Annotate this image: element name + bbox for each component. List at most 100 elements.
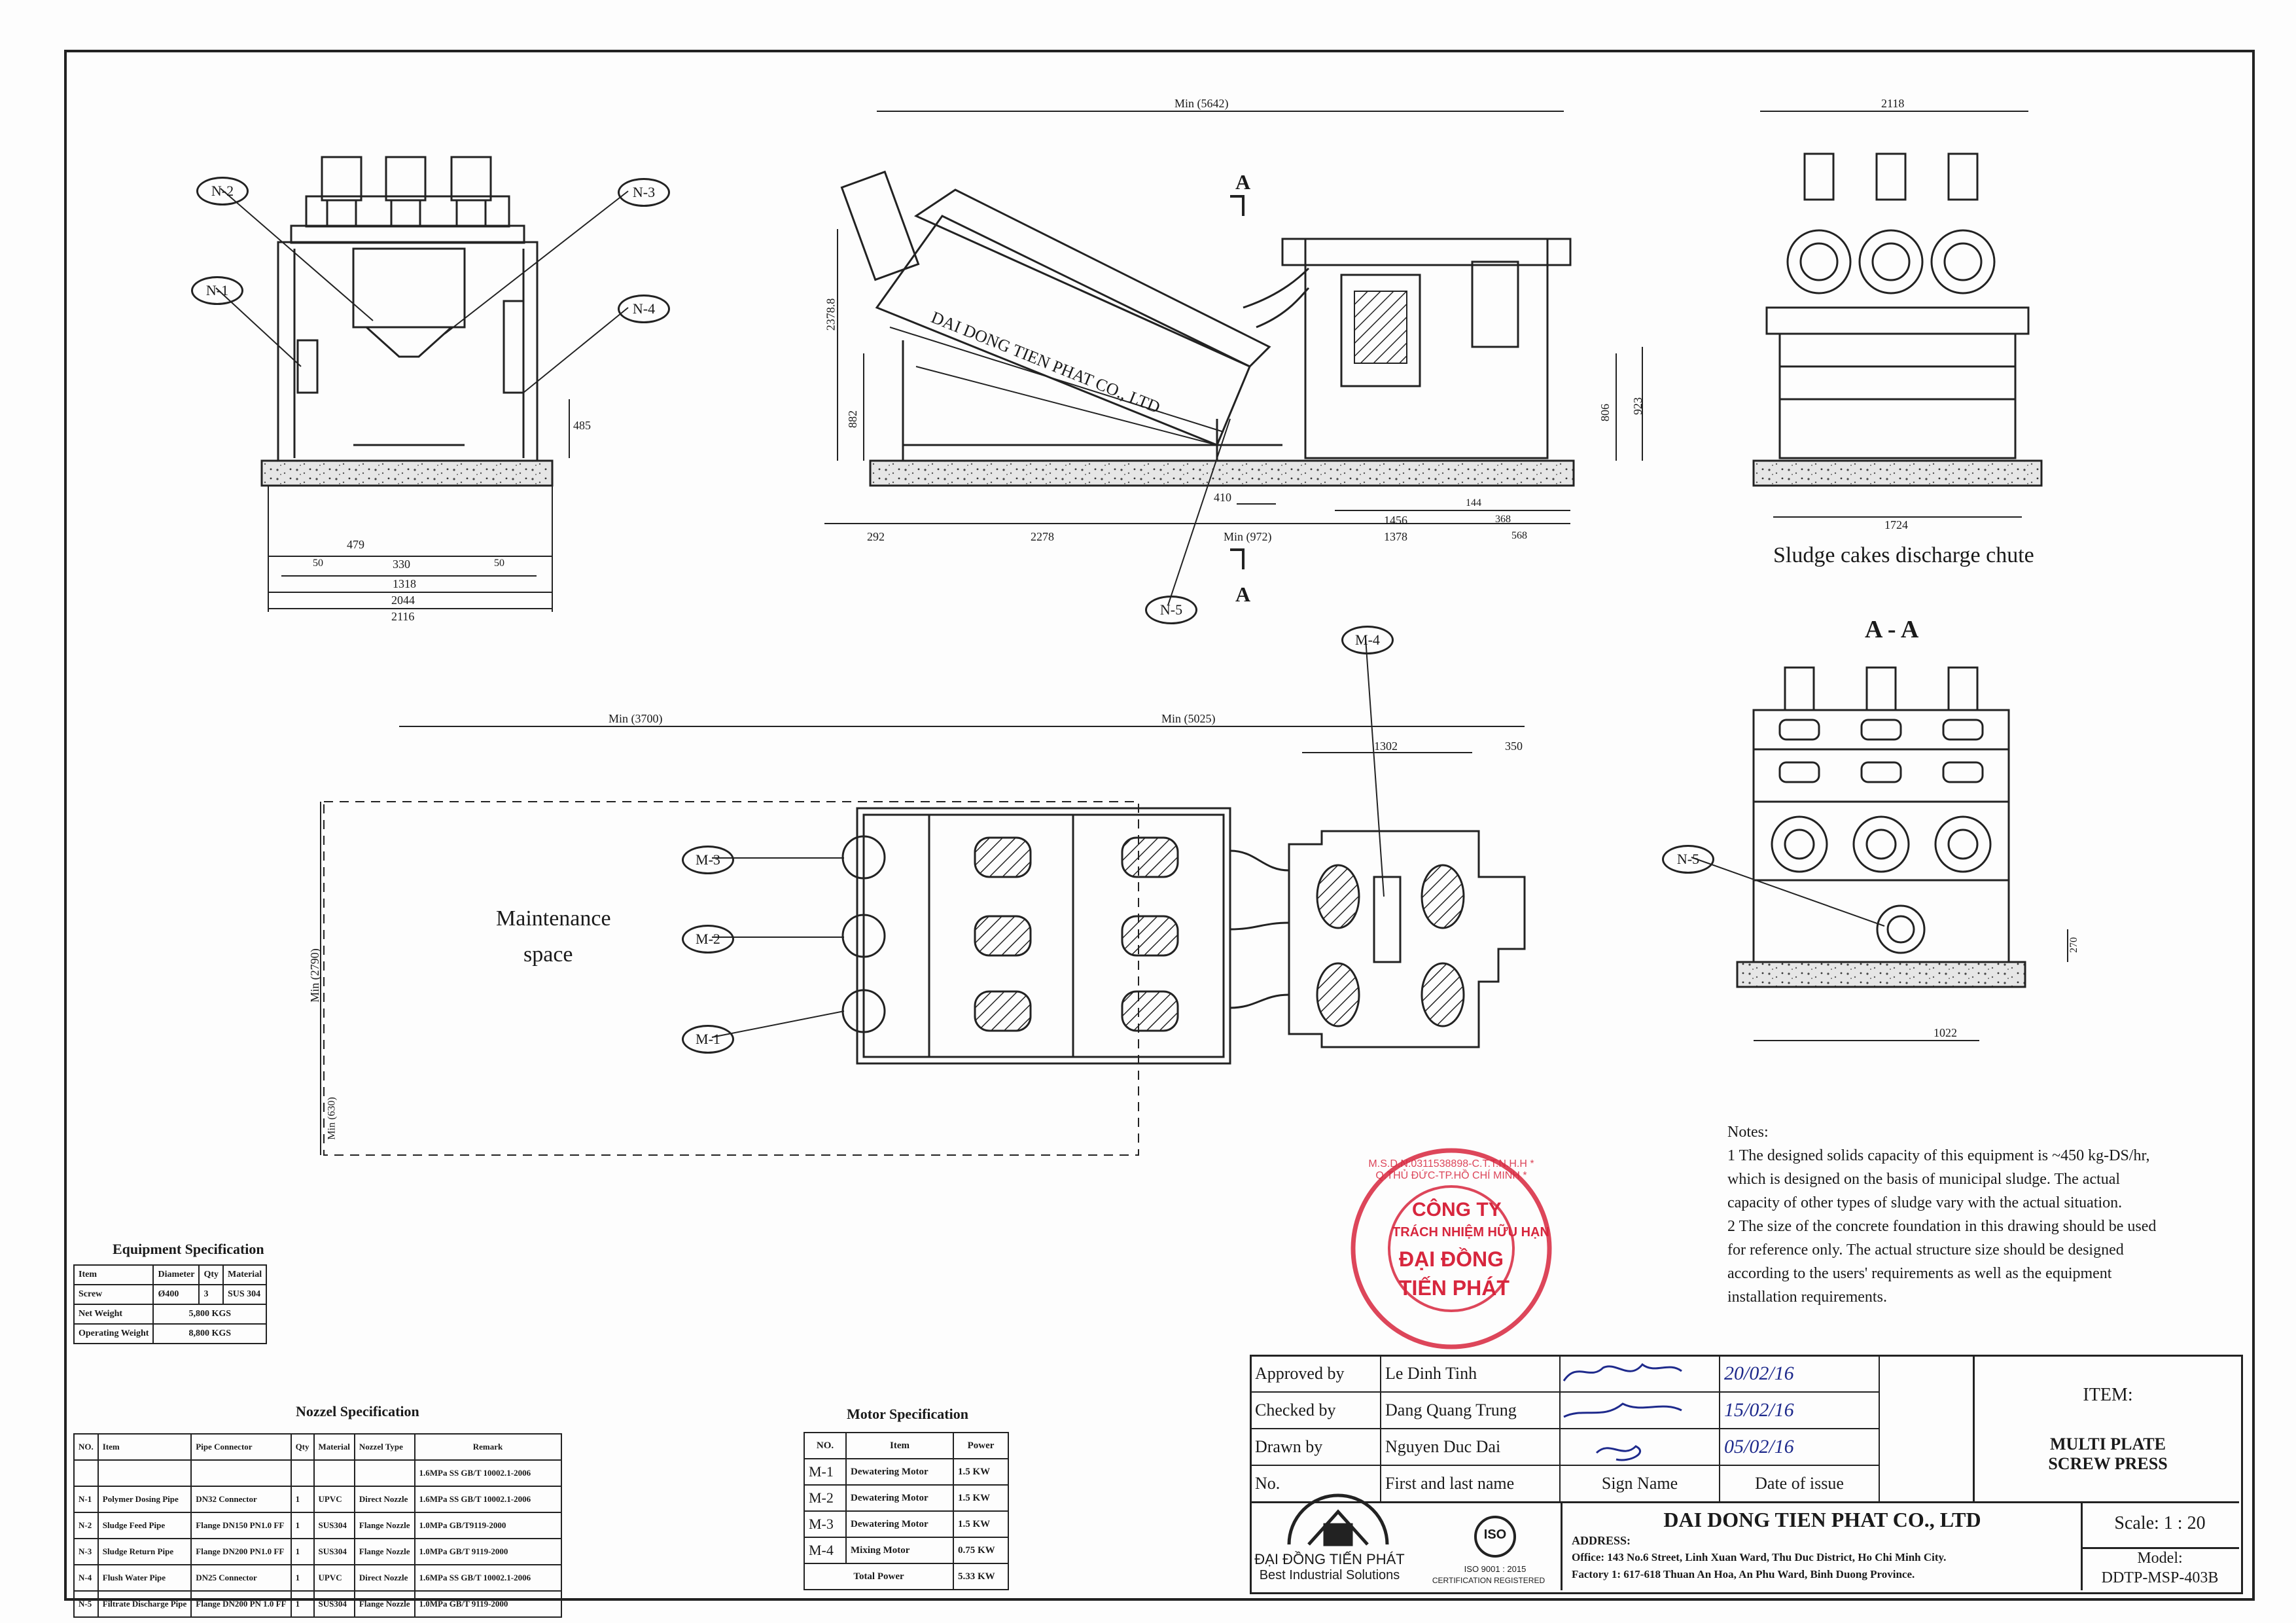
dim-side-2378: 2378.8	[824, 298, 838, 331]
dim-right-1724: 1724	[1884, 518, 1908, 531]
dim-side-2278: 2278	[1031, 530, 1054, 543]
dim-plan-min2790: Min (2790)	[308, 948, 321, 1003]
table-cell: 1.6MPa SS GB/T 10002.1-2006	[414, 1564, 562, 1592]
sheet-border	[64, 50, 2255, 1601]
dim-front-2116: 2116	[391, 610, 415, 623]
notes-line: capacity of other types of sludge vary w…	[1727, 1194, 2123, 1211]
equipment-spec-title: Equipment Specification	[113, 1241, 264, 1257]
side-view	[824, 111, 1643, 569]
item-value-1: MULTI PLATE	[2050, 1435, 2166, 1454]
dim-side-min972: Min (972)	[1224, 530, 1272, 543]
table-header: Material	[313, 1433, 355, 1461]
table-cell: 1	[290, 1590, 315, 1618]
table-cell: Flush Water Pipe	[97, 1564, 192, 1592]
maintenance-label-1: Maintenance	[496, 906, 611, 931]
table-cell: N-5	[73, 1590, 99, 1618]
table-cell: Flange DN150 PN1.0 FF	[190, 1512, 292, 1539]
title-block-divider	[2081, 1501, 2083, 1590]
dim-front-330: 330	[393, 558, 410, 571]
table-header: Pipe Connector	[190, 1433, 292, 1461]
notes-line: which is designed on the basis of munici…	[1727, 1171, 2121, 1188]
table-cell: N-4	[73, 1564, 99, 1592]
dim-plan-min3700: Min (3700)	[609, 712, 663, 725]
dim-side-923: 923	[1631, 397, 1644, 415]
callout-n3: N-3	[618, 178, 670, 207]
signature-scribbles	[1563, 1363, 1682, 1461]
callout-n5-section: N-5	[1662, 845, 1714, 874]
iso-text: ISO 9001 : 2015	[1464, 1564, 1527, 1574]
leader-lines	[215, 188, 1885, 1038]
notes-line: 1 The designed solids capacity of this e…	[1727, 1147, 2150, 1164]
table-cell: 8,800 KGS	[152, 1323, 268, 1344]
table-cell: Polymer Dosing Pipe	[97, 1486, 192, 1513]
table-row: Drawn by Nguyen Duc Dai 05/02/16	[1250, 1428, 1880, 1466]
office-address: Office: 143 No.6 Street, Linh Xuan Ward,…	[1572, 1551, 1947, 1563]
dim-side-144: 144	[1466, 497, 1481, 508]
table-cell: DN32 Connector	[190, 1486, 292, 1513]
table-cell: Dewatering Motor	[845, 1484, 954, 1512]
table-row: NO. Item Pipe Connector Qty Material Noz…	[73, 1433, 562, 1461]
model-label: Model:	[2137, 1550, 2183, 1567]
maintenance-label-2: space	[523, 942, 573, 967]
notes-line: 2 The size of the concrete foundation in…	[1727, 1218, 2157, 1235]
table-cell: Operating Weight	[73, 1323, 154, 1344]
callout-n4: N-4	[618, 294, 670, 323]
notes-line: for reference only. The actual structure…	[1727, 1241, 2124, 1258]
scale: Scale: 1 : 20	[2114, 1513, 2206, 1533]
stamp-ring-text: M.S.D.N:0311538898-C.T.T.N.H.H * Q.THỦ Đ…	[1368, 1158, 1534, 1181]
dim-aa-270: 270	[2068, 937, 2079, 953]
table-cell: M-4	[804, 1537, 847, 1564]
plan-view	[320, 726, 1526, 1156]
title-block-divider	[2081, 1547, 2239, 1549]
table-cell: 0.75 KW	[953, 1537, 1009, 1564]
item-cell: ITEM: MULTI PLATE SCREW PRESS	[1973, 1355, 2241, 1501]
notes-block: Notes: 1 The designed solids capacity of…	[1727, 1120, 2156, 1309]
signature-table: Approved by Le Dinh Tinh 20/02/16 Checke…	[1250, 1355, 1880, 1503]
table-cell: DN25 Connector	[190, 1564, 292, 1592]
callout-m3: M-3	[682, 846, 734, 874]
dim-plan-min5025: Min (5025)	[1161, 712, 1216, 725]
table-row: No. First and last name Sign Name Date o…	[1250, 1465, 1880, 1503]
table-cell: 1.5 KW	[953, 1510, 1009, 1538]
table-header: Item	[73, 1264, 154, 1285]
approved-label: Approved by	[1250, 1355, 1381, 1393]
dim-plan-min630: Min (630)	[326, 1097, 338, 1140]
table-cell: 1.5 KW	[953, 1458, 1009, 1486]
table-cell: N-2	[73, 1512, 99, 1539]
section-mark-a-top: A	[1235, 170, 1251, 194]
title-block-divider	[1250, 1501, 2239, 1503]
table-header: Remark	[414, 1433, 562, 1461]
callout-n5: N-5	[1145, 596, 1197, 624]
table-cell: 1.0MPa GB/T 9119-2000	[414, 1590, 562, 1618]
table-cell: Filtrate Discharge Pipe	[97, 1590, 192, 1618]
table-cell: Flange Nozzle	[353, 1590, 415, 1618]
callout-m1: M-1	[682, 1025, 734, 1054]
item-value-2: SCREW PRESS	[2048, 1454, 2168, 1473]
table-cell: 5,800 KGS	[152, 1304, 268, 1325]
nozzle-spec-table: NO. Item Pipe Connector Qty Material Noz…	[73, 1433, 562, 1618]
table-row: Approved by Le Dinh Tinh 20/02/16	[1250, 1355, 1880, 1393]
checked-signature	[1559, 1391, 1720, 1429]
address-label: ADDRESS:	[1572, 1534, 1631, 1547]
table-header: Item	[845, 1432, 954, 1459]
table-cell: SUS304	[313, 1538, 355, 1565]
dim-front-2044: 2044	[391, 594, 415, 607]
section-aa-title: A - A	[1865, 616, 1919, 643]
stamp-line2: TRÁCH NHIỆM HỮU HẠN	[1392, 1225, 1549, 1240]
table-cell: Sludge Return Pipe	[97, 1538, 192, 1565]
sign-label: Sign Name	[1559, 1465, 1720, 1503]
table-cell: Direct Nozzle	[353, 1564, 415, 1592]
approved-name: Le Dinh Tinh	[1380, 1355, 1561, 1393]
dim-front-50b: 50	[494, 558, 504, 569]
table-header: Item	[97, 1433, 192, 1461]
table-header: Power	[953, 1432, 1009, 1459]
table-cell: N-3	[73, 1538, 99, 1565]
callout-n1: N-1	[191, 276, 243, 305]
dim-plan-350: 350	[1505, 740, 1523, 753]
